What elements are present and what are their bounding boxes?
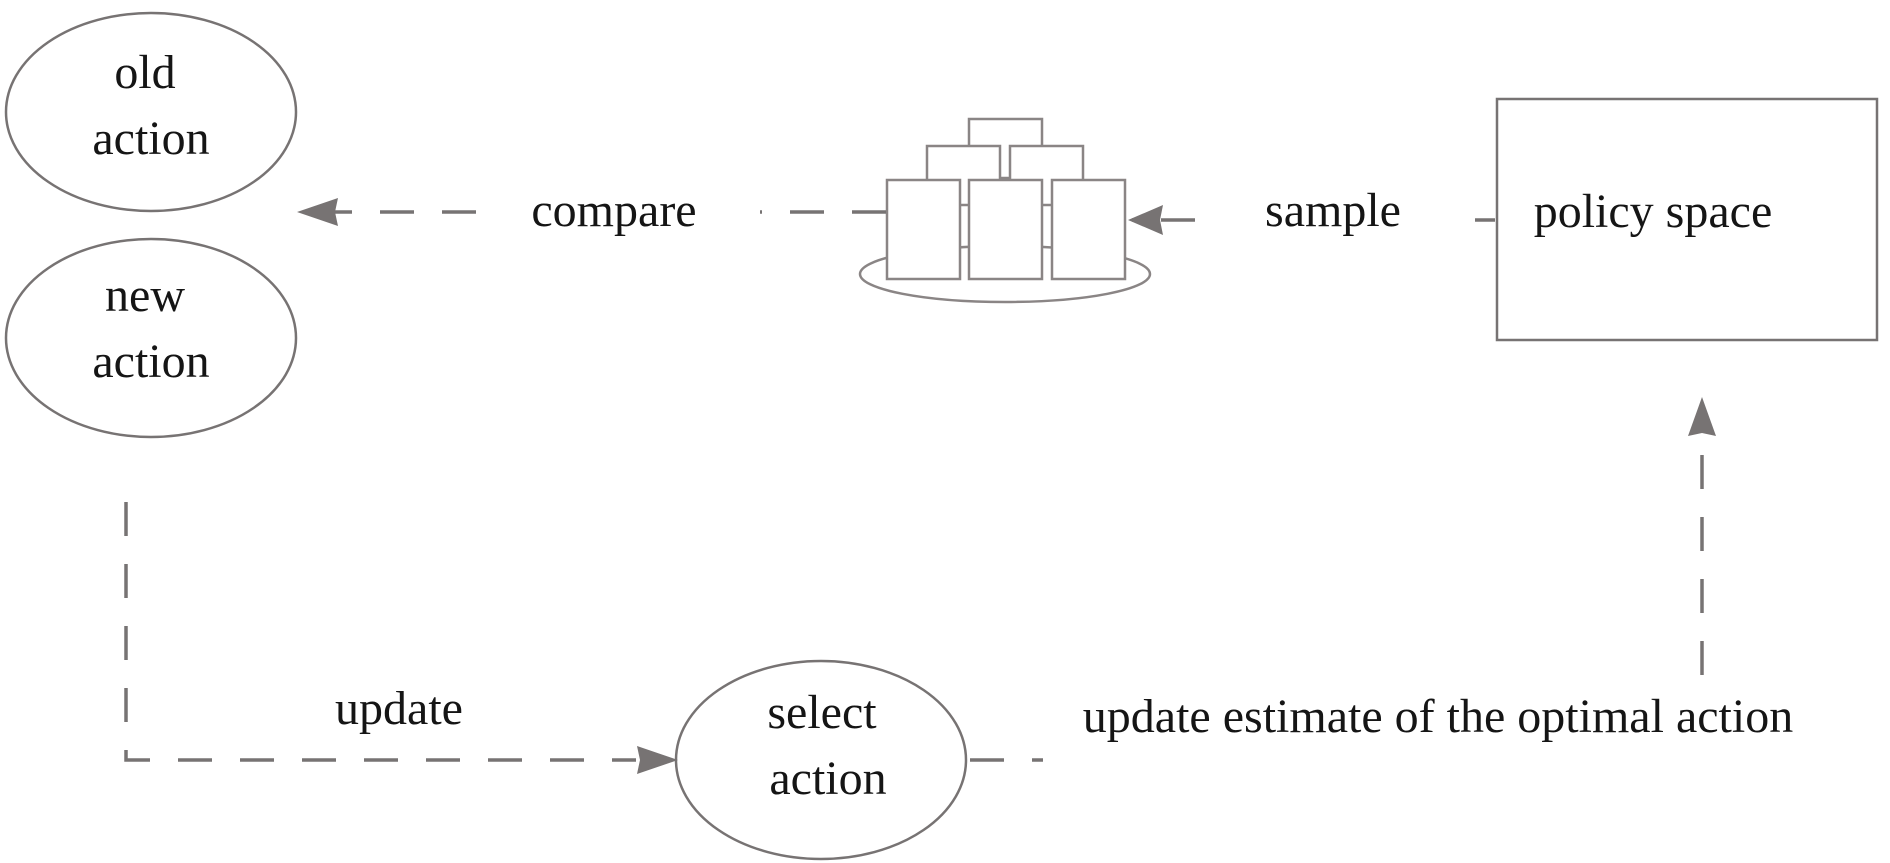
select-action-label: select action (767, 686, 888, 805)
estimate-arrowhead (1688, 397, 1716, 436)
new-action-label-line-2: action (92, 335, 209, 388)
old-action-label-line-1: old (114, 46, 175, 99)
new-action-label: new action (92, 269, 209, 388)
old-action-label: old action (92, 46, 209, 165)
old-action-label-line-2: action (92, 112, 209, 165)
select-action-label-line-2: action (769, 752, 886, 805)
new-action-label-line-1: new (105, 269, 185, 322)
compare-arrowhead (297, 198, 338, 226)
sample-doc-left (885, 178, 962, 281)
new-action-node (4, 237, 298, 439)
policy-space-box (1495, 97, 1879, 342)
sample-label: sample (1265, 184, 1401, 237)
compare-label: compare (531, 184, 696, 237)
update-arrowhead (637, 746, 678, 774)
update-connector (124, 502, 636, 762)
update-estimate-label: update estimate of the optimal action (1083, 690, 1793, 743)
update-label: update (335, 682, 463, 735)
old-action-node (4, 11, 298, 213)
select-action-label-line-1: select (767, 686, 877, 739)
sample-stack-icon (858, 117, 1152, 304)
sample-doc-middle (967, 178, 1044, 281)
sample-arrowhead (1128, 205, 1163, 235)
sample-doc-right (1050, 178, 1127, 281)
policy-space-label: policy space (1534, 185, 1773, 238)
